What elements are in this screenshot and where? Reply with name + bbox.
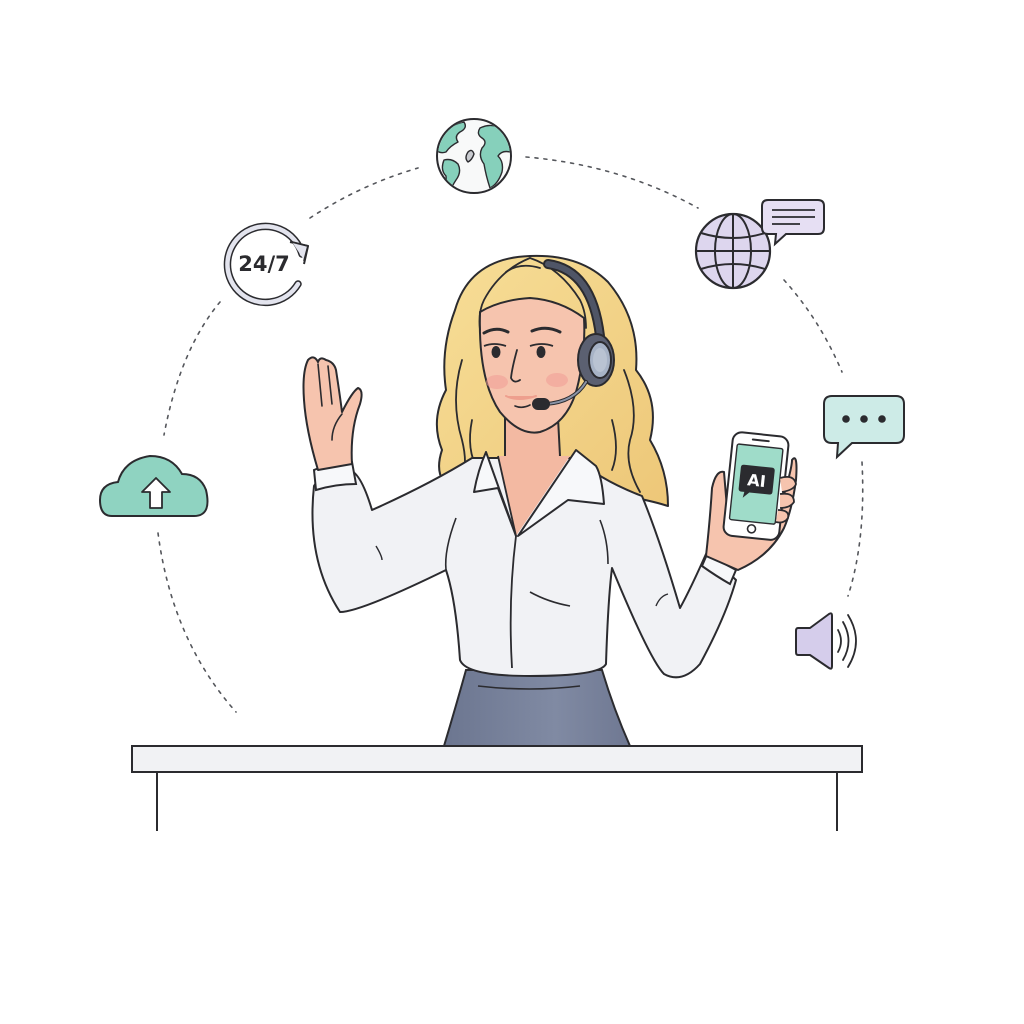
headset-icon bbox=[532, 259, 615, 410]
typing-dot bbox=[860, 415, 868, 423]
microphone-icon bbox=[532, 398, 550, 410]
smartphone[interactable]: AI bbox=[722, 431, 790, 541]
agent-face bbox=[478, 296, 586, 434]
cloud-upload-icon bbox=[98, 454, 209, 517]
always-available-icon: 24/7 bbox=[223, 222, 309, 307]
phone-screen-label: AI bbox=[746, 470, 766, 491]
agent-eye-left bbox=[491, 346, 501, 358]
always-available-label: 24/7 bbox=[238, 252, 290, 276]
agent-shirt bbox=[311, 449, 738, 679]
speaker-volume-icon bbox=[795, 612, 857, 670]
desk bbox=[131, 745, 863, 831]
chat-bubble-icon bbox=[761, 199, 825, 247]
agent-waving-hand bbox=[302, 356, 363, 471]
ai-chat-badge bbox=[738, 464, 775, 498]
language-globe-chat-icon bbox=[694, 199, 825, 290]
dotted-orbit-path bbox=[157, 156, 864, 713]
agent-skirt bbox=[442, 669, 632, 747]
agent-hand-with-phone: AI bbox=[705, 431, 798, 571]
earth-globe-icon bbox=[436, 118, 512, 194]
typing-chat-bubble-icon bbox=[823, 395, 905, 460]
agent-eye-right bbox=[536, 346, 546, 358]
typing-dot bbox=[878, 415, 886, 423]
typing-dot bbox=[842, 415, 850, 423]
